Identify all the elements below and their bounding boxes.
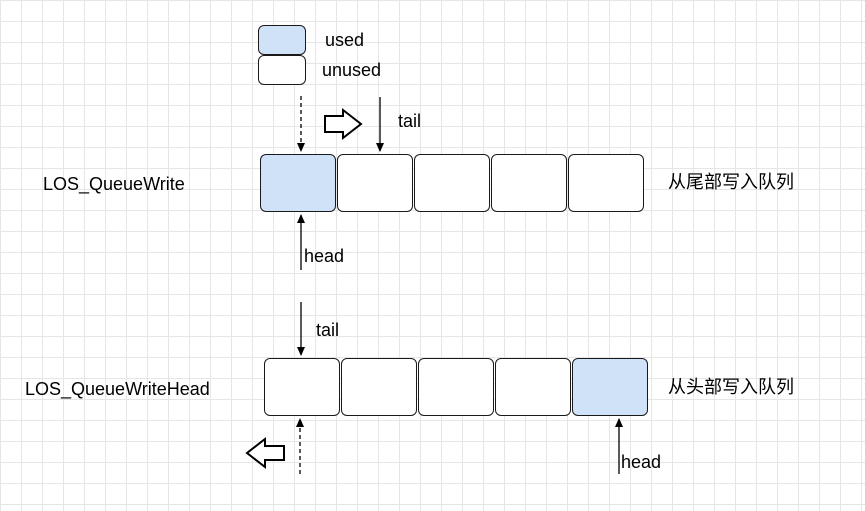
queue-write-head-slot-5 [572, 358, 648, 416]
queue-write-head-slot-3 [418, 358, 494, 416]
queue-write-label: LOS_QueueWrite [43, 174, 185, 194]
queue-write-head-slot-4 [495, 358, 571, 416]
queue-write-tail-label: tail [398, 111, 422, 131]
legend-unused-swatch [258, 55, 306, 85]
queue-write-slot-5 [568, 154, 644, 212]
legend-used-swatch [258, 25, 306, 55]
legend-used-label: used [325, 30, 365, 50]
queue-write-head-label: head [304, 246, 345, 266]
queue-write-head-slot-2 [341, 358, 417, 416]
queue-write-head-head-label: head [621, 452, 662, 472]
queue-write-description: 从尾部写入队列 [668, 172, 794, 193]
queue-write-head-shift-left-arrow [245, 436, 285, 470]
queue-write-head-description: 从头部写入队列 [668, 377, 794, 398]
legend-unused-label: unused [322, 60, 382, 80]
queue-write-slot-3 [414, 154, 490, 212]
queue-write-slot-2 [337, 154, 413, 212]
queue-write-head-tail-label: tail [316, 320, 340, 340]
queue-write-slot-1 [260, 154, 336, 212]
queue-write-shift-right-arrow [324, 107, 363, 141]
queue-write-head-slot-1 [264, 358, 340, 416]
queue-write-slot-4 [491, 154, 567, 212]
queue-write-head-label-text: LOS_QueueWriteHead [25, 379, 210, 399]
